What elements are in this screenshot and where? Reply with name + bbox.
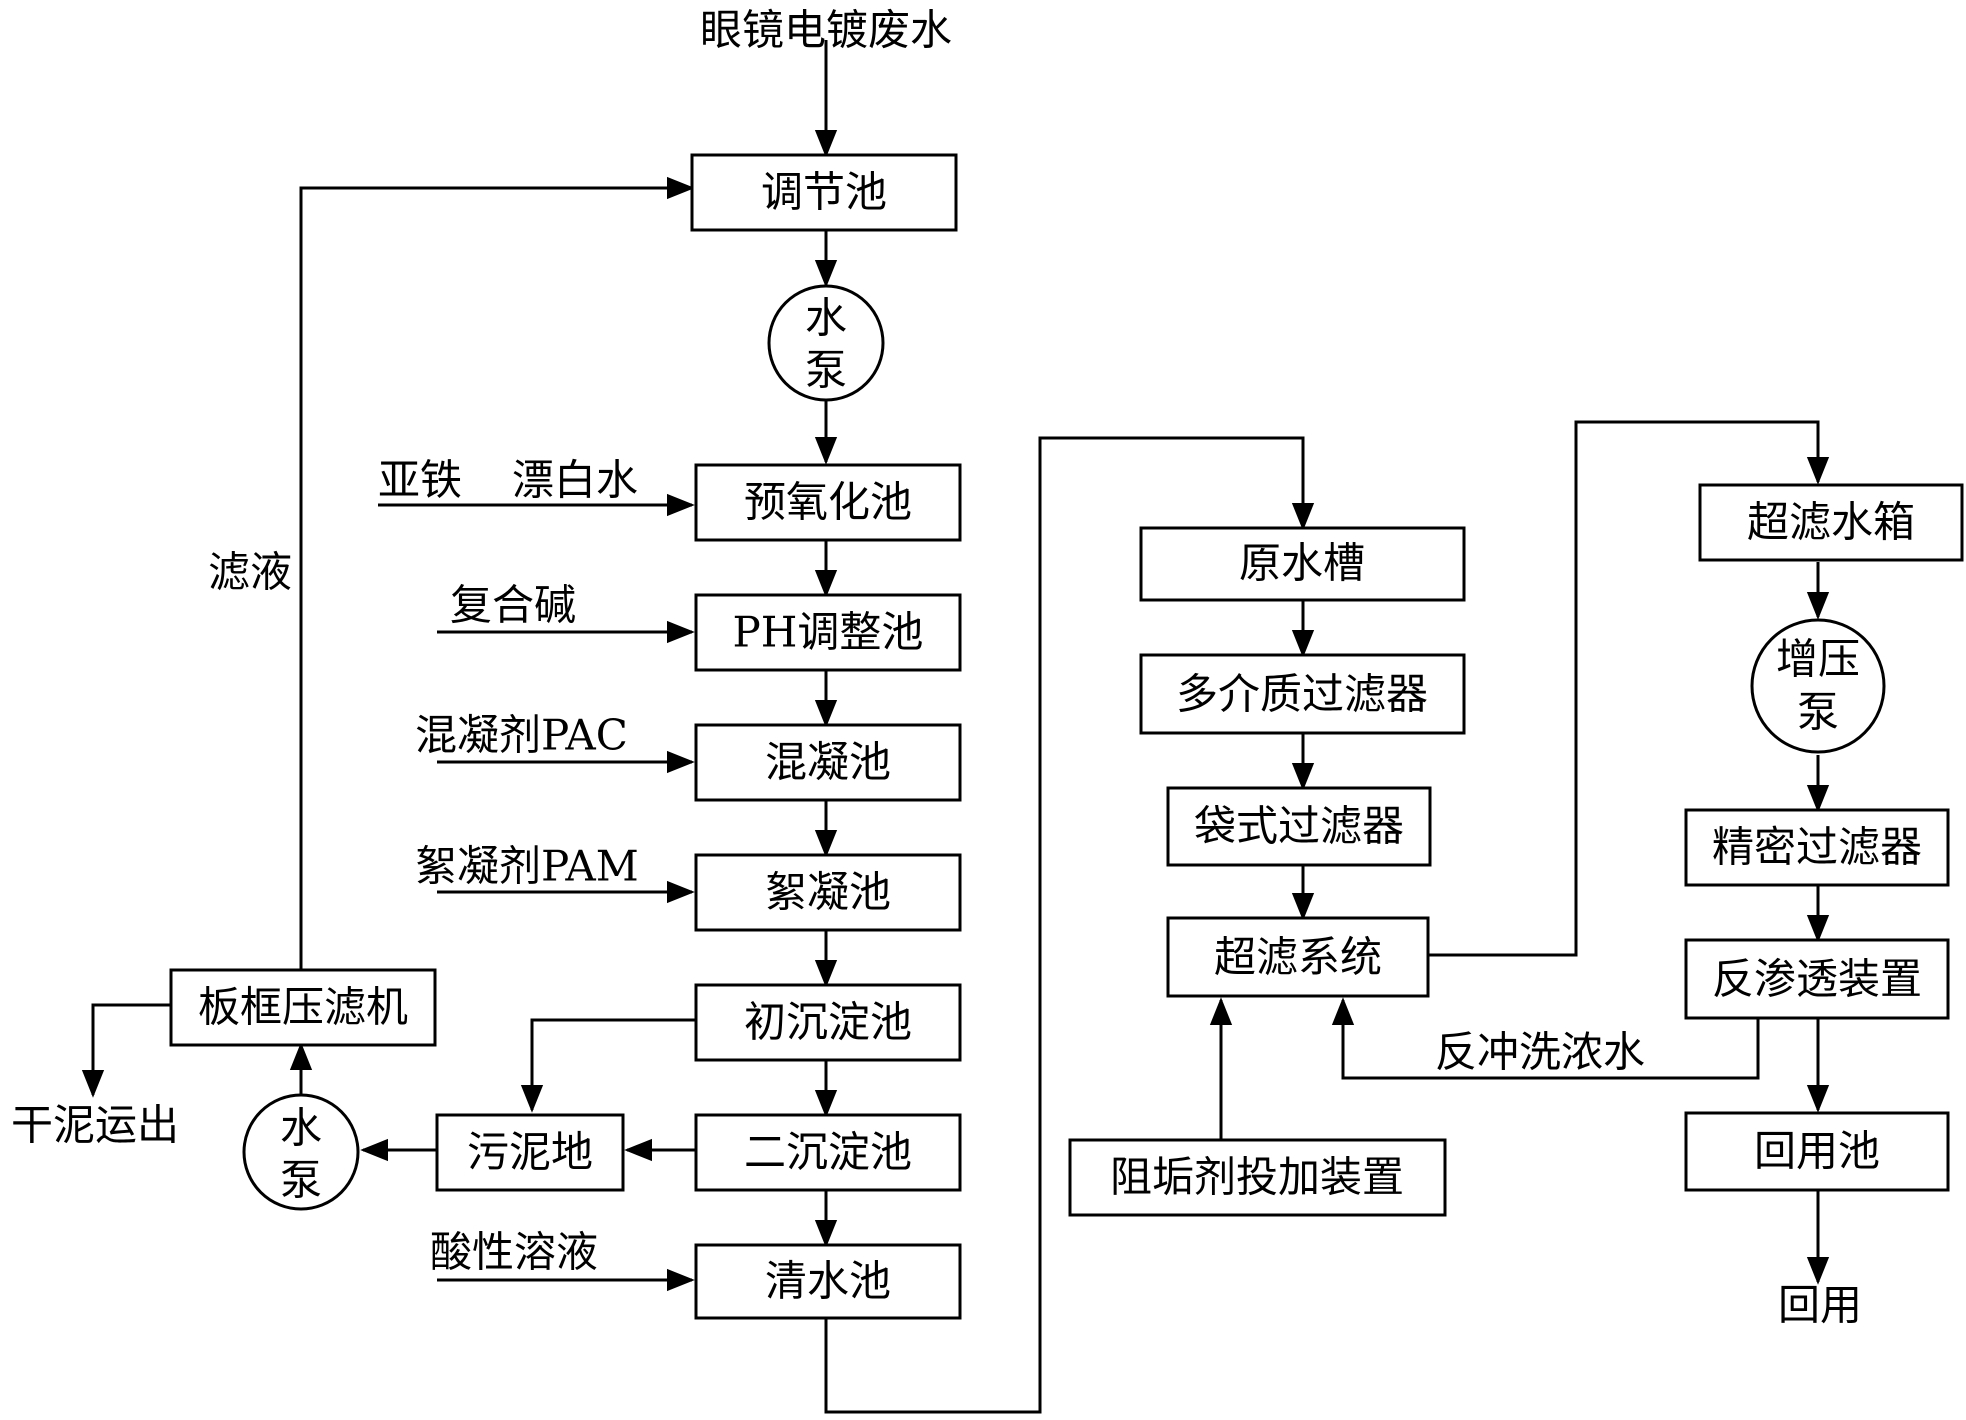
dry-sludge-label: 干泥运出	[11, 1101, 179, 1150]
clear-water-tank: 清水池	[694, 1243, 962, 1320]
ph-tank: PH调整池	[694, 593, 962, 672]
reagent-bleach: 漂白水	[512, 456, 638, 505]
filtrate-label: 滤液	[208, 548, 292, 597]
antiscalant-dosing-unit: 阻垢剂投加装置	[1068, 1138, 1447, 1217]
raw-water-tank: 原水槽	[1139, 526, 1466, 602]
adjust-tank: 调节池	[690, 153, 958, 232]
primary-settling-tank: 初沉淀池	[694, 983, 962, 1062]
antiscalant-label: 阻垢剂投加装置	[1110, 1153, 1404, 1202]
filter-press-label: 板框压滤机	[198, 983, 408, 1032]
ro-unit: 反渗透装置	[1684, 938, 1950, 1020]
preoxidation-tank-label: 预氧化池	[744, 478, 912, 527]
raw-water-tank-label: 原水槽	[1239, 539, 1365, 588]
precision-filter: 精密过滤器	[1684, 808, 1950, 887]
secondary-settling-tank: 二沉淀池	[694, 1113, 962, 1192]
coagulation-tank-label: 混凝池	[765, 738, 891, 787]
pump-2-label-bottom: 泵	[280, 1156, 322, 1205]
input-label: 眼镜电镀废水	[700, 6, 952, 55]
uf-system: 超滤系统	[1166, 916, 1430, 998]
flocculation-tank-label: 絮凝池	[765, 868, 891, 917]
clear-water-tank-label: 清水池	[765, 1257, 891, 1306]
secondary-settling-tank-label: 二沉淀池	[744, 1128, 912, 1177]
booster-pump: 增压 泵	[1750, 618, 1886, 754]
booster-pump-label-bottom: 泵	[1797, 688, 1839, 737]
primary-settling-tank-label: 初沉淀池	[744, 998, 912, 1047]
backwash-label: 反冲洗浓水	[1435, 1028, 1645, 1077]
reagent-pam: 絮凝剂PAM	[415, 842, 639, 891]
reuse-tank: 回用池	[1684, 1111, 1950, 1192]
multimedia-filter: 多介质过滤器	[1139, 653, 1466, 735]
connectors	[81, 40, 1830, 1414]
filter-press: 板框压滤机	[169, 968, 437, 1047]
ro-unit-label: 反渗透装置	[1712, 955, 1922, 1004]
uf-water-tank: 超滤水箱	[1698, 483, 1964, 562]
pump-2: 水 泵	[242, 1093, 360, 1211]
reagent-alkali: 复合碱	[450, 581, 576, 630]
reagent-ferrous: 亚铁	[378, 456, 462, 505]
multimedia-filter-label: 多介质过滤器	[1176, 670, 1428, 719]
sludge-pit: 污泥地	[435, 1113, 625, 1192]
bag-filter-label: 袋式过滤器	[1194, 802, 1404, 851]
reagent-pac: 混凝剂PAC	[415, 711, 628, 760]
sludge-pit-label: 污泥地	[467, 1128, 593, 1177]
preoxidation-tank: 预氧化池	[694, 463, 962, 542]
reuse-label: 回用	[1778, 1281, 1862, 1330]
uf-system-label: 超滤系统	[1214, 933, 1382, 982]
reagent-acid: 酸性溶液	[430, 1228, 598, 1277]
precision-filter-label: 精密过滤器	[1712, 823, 1922, 872]
coagulation-tank: 混凝池	[694, 723, 962, 802]
pump-1: 水 泵	[767, 284, 885, 402]
booster-pump-label-top: 增压	[1776, 635, 1860, 684]
pump-1-label-bottom: 泵	[805, 346, 847, 395]
pump-1-label-top: 水	[805, 294, 847, 343]
reuse-tank-label: 回用池	[1754, 1127, 1880, 1176]
pump-2-label-top: 水	[280, 1104, 322, 1153]
bag-filter: 袋式过滤器	[1166, 786, 1432, 867]
ph-tank-label: PH调整池	[733, 608, 924, 657]
flocculation-tank: 絮凝池	[694, 853, 962, 932]
adjust-tank-label: 调节池	[761, 168, 887, 217]
uf-water-tank-label: 超滤水箱	[1747, 498, 1915, 547]
